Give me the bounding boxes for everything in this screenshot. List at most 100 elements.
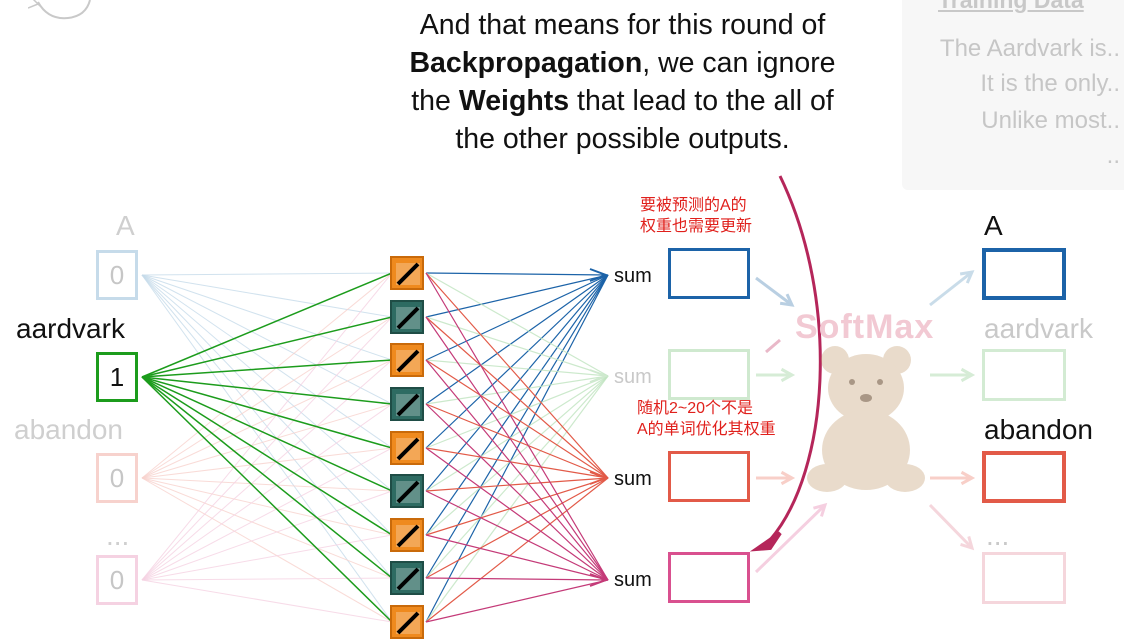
output-label-a: A [984, 210, 1003, 241]
arrow-icon [960, 367, 976, 383]
output-box-ellipsis [982, 552, 1066, 604]
activation-node-icon [390, 343, 424, 377]
output-weight-line [425, 316, 609, 479]
output-label-ellipsis: ... [986, 520, 1010, 551]
output-weight-line [425, 375, 609, 492]
input-box-ellipsis: 0 [96, 555, 138, 605]
faint-input-weight-line [141, 274, 393, 492]
arrow-icon [960, 470, 976, 486]
softmax-label: SoftMax [795, 308, 935, 346]
output-weight-line [425, 577, 609, 581]
curved-arrow [768, 175, 822, 541]
annotation-note-top: 要被预测的A的 权重也需要更新 [640, 195, 752, 237]
arrow-icon [589, 369, 609, 383]
faint-input-weight-line [141, 403, 393, 581]
input-box-aardvark: 1 [96, 352, 138, 402]
output-weight-line [425, 274, 609, 449]
arrow-icon [589, 573, 609, 587]
faint-input-weight-line [141, 403, 393, 479]
activation-node-icon [390, 474, 424, 508]
faint-input-weight-line [141, 359, 393, 479]
annotation-line: 要被预测的A的 [640, 197, 747, 214]
output-weight-line [425, 403, 609, 581]
input-box-a: 0 [96, 250, 138, 300]
faint-input-weight-line [141, 579, 393, 623]
annotation-line: 权重也需要更新 [640, 218, 753, 235]
arrowhead-icon [765, 338, 781, 354]
input-weight-line [141, 376, 393, 623]
flow-arrow-line [754, 503, 827, 574]
output-weight-line [425, 375, 609, 536]
input-weight-line [141, 376, 393, 536]
faint-input-weight-line [141, 316, 393, 479]
output-weight-line [425, 447, 609, 581]
input-label-abandon: abandon [14, 414, 124, 445]
output-weight-line [425, 359, 609, 377]
activation-node-icon [390, 300, 424, 334]
faint-input-weight-line [141, 274, 393, 449]
output-weight-line [425, 359, 609, 479]
output-label-abandon: abandon [984, 414, 1094, 445]
output-weight-line [425, 272, 609, 581]
caption-text: the [411, 85, 459, 117]
faint-input-weight-line [141, 272, 393, 276]
output-weight-line [425, 274, 609, 361]
training-data-line: It is the only.. [980, 70, 1120, 97]
output-weight-line [425, 274, 609, 318]
annotation-line: 随机2~20个不是 [637, 400, 754, 417]
training-data-line: Unlike most.. [981, 107, 1120, 134]
activation-node-icon [390, 561, 424, 595]
training-data-line: .. [1106, 142, 1120, 169]
output-weight-line [425, 477, 609, 623]
flow-arrow-line [929, 270, 973, 307]
training-data-panel [902, 0, 1124, 190]
sum-label: sum [614, 366, 652, 388]
output-weight-line [425, 274, 609, 405]
output-weight-line [425, 375, 609, 449]
training-data-line: The Aardvark is.. [939, 35, 1120, 62]
output-weight-line [425, 477, 609, 536]
output-weight-line [425, 403, 609, 479]
output-weight-line [425, 272, 609, 479]
caption-bold-term: Backpropagation [409, 47, 643, 79]
output-weight-line [425, 477, 609, 492]
output-weight-line [425, 274, 609, 492]
caption-text: , we can ignore [642, 47, 836, 79]
output-box-aardvark [982, 349, 1066, 401]
flow-arrow-line [928, 503, 974, 550]
output-weight-line [425, 316, 609, 377]
output-weight-line [425, 359, 609, 581]
arrow-icon [813, 502, 828, 517]
sum-label: sum [614, 265, 652, 287]
input-box-abandon: 0 [96, 453, 138, 503]
training-data-title: Training Data [938, 0, 1084, 13]
arrow-icon [779, 293, 795, 307]
arrow-icon [959, 270, 975, 284]
faint-input-weight-line [141, 316, 393, 581]
faint-input-weight-line [141, 477, 393, 536]
annotation-line: A的单词优化其权重 [637, 421, 776, 438]
faint-input-weight-line [141, 274, 393, 318]
input-label-ellipsis: ... [106, 520, 130, 551]
arrow-icon [780, 367, 796, 383]
input-weight-line [141, 376, 393, 405]
caption-line: And that means for this round of [419, 9, 826, 41]
activation-node-icon [390, 431, 424, 465]
output-weight-line [425, 272, 609, 276]
input-weight-line [141, 376, 393, 492]
arrow-icon [960, 536, 975, 551]
output-label-aardvark: aardvark [984, 313, 1093, 344]
activation-node-icon [390, 518, 424, 552]
sum-label: sum [614, 468, 652, 490]
faint-input-weight-line [141, 577, 393, 581]
faint-input-weight-line [141, 274, 393, 536]
output-weight-line [425, 477, 609, 579]
faint-input-weight-line [141, 477, 393, 623]
output-weight-line [425, 534, 609, 581]
faint-input-weight-line [141, 272, 393, 581]
output-weight-line [425, 447, 609, 479]
sum-box-aardvark [668, 349, 750, 400]
faint-input-weight-line [141, 490, 393, 581]
input-weight-line [141, 316, 393, 378]
sum-box-ellipsis [668, 552, 750, 603]
